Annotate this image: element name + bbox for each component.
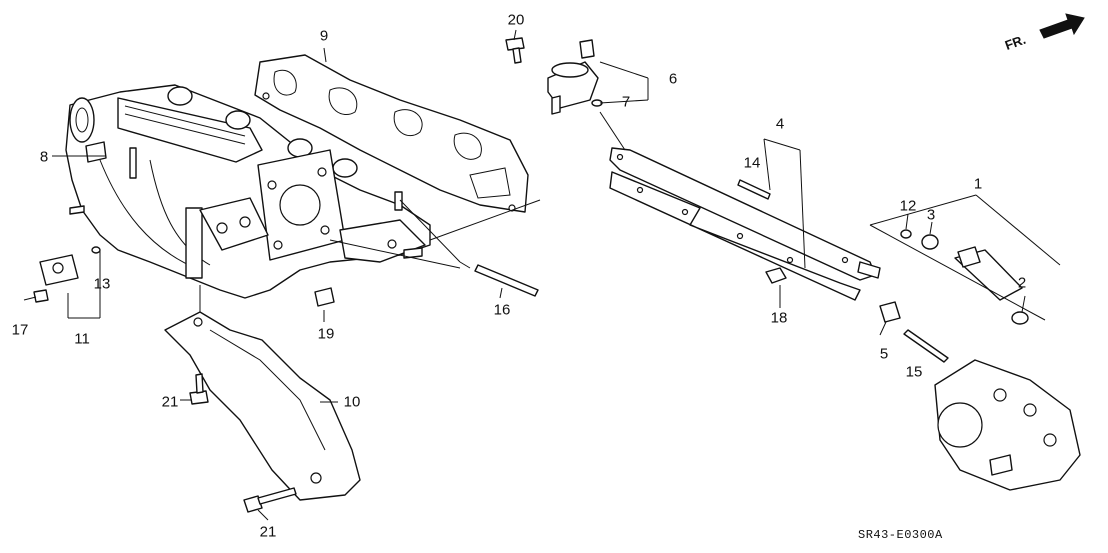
fuel-rail: [609, 147, 881, 301]
callout-15: 15: [905, 363, 923, 381]
bolt-20: [505, 37, 525, 64]
washer-13: [91, 246, 101, 254]
stud-15: [903, 329, 949, 363]
sensor-11: [39, 254, 79, 286]
manifold-bracket: [164, 311, 361, 501]
callout-3: 3: [926, 206, 936, 224]
nut-18: [765, 267, 787, 284]
fuel-injector-assembly: [900, 229, 1029, 325]
callout-7: 7: [621, 93, 631, 111]
fuel-pressure-regulator: [547, 39, 603, 115]
callout-20: 20: [507, 11, 525, 29]
callout-2: 2: [1017, 274, 1027, 292]
callout-10: 10: [343, 393, 361, 411]
drawing-code: SR43-E0300A: [858, 528, 943, 542]
callout-11: 11: [74, 330, 90, 348]
callout-6: 6: [668, 70, 678, 88]
nut-19: [314, 287, 335, 307]
leader-lines: [23, 29, 1061, 521]
callout-17: 17: [11, 321, 29, 339]
callout-21-lower: 21: [259, 523, 277, 541]
cushion-ring-5: [879, 301, 901, 323]
callout-5: 5: [879, 345, 889, 363]
intake-manifold-gasket: [254, 54, 529, 213]
callout-16: 16: [493, 301, 511, 319]
bolt-21-lower: [243, 487, 297, 513]
callout-21-upper: 21: [161, 393, 179, 411]
callout-4: 4: [775, 115, 785, 133]
callout-12: 12: [899, 197, 917, 215]
callout-18: 18: [770, 309, 788, 327]
callout-14: 14: [743, 154, 761, 172]
intake-manifold: [65, 84, 431, 299]
bolt-21-upper: [189, 373, 209, 405]
front-direction-arrow-icon: [1039, 13, 1085, 39]
stud-16: [474, 264, 539, 297]
callout-1: 1: [973, 175, 983, 193]
callout-8: 8: [39, 148, 49, 166]
throttle-body-partial: [934, 359, 1081, 491]
callout-19: 19: [317, 325, 335, 343]
callout-13: 13: [93, 275, 111, 293]
stud-14: [737, 179, 771, 200]
callout-9: 9: [319, 27, 329, 45]
bolt-17: [33, 289, 49, 303]
